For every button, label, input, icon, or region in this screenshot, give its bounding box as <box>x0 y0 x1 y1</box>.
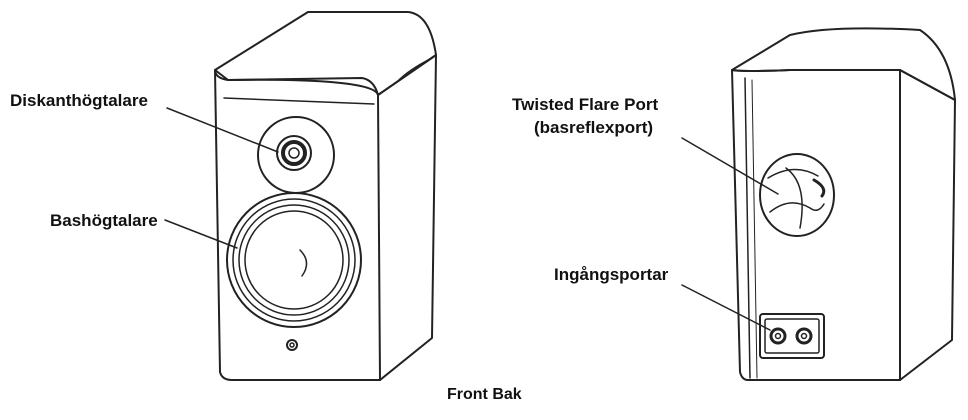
port-twist-curve-1 <box>767 168 819 179</box>
label-woofer: Bashögtalare <box>50 211 158 230</box>
tweeter-driver <box>257 116 335 194</box>
leader-line-tweeter <box>166 107 279 153</box>
terminal-post-left <box>769 327 787 345</box>
front-speaker-front-face <box>214 69 381 381</box>
twisted-flare-port <box>759 153 835 237</box>
woofer-dust-cap <box>299 249 308 277</box>
leader-line-woofer <box>164 219 238 249</box>
tweeter-dome <box>281 140 307 166</box>
back-speaker-side-face <box>899 69 956 381</box>
terminal-plate-inner <box>764 318 820 354</box>
back-speaker-top <box>731 27 956 101</box>
terminal-plate-outer <box>759 313 825 359</box>
leader-lines <box>164 107 779 331</box>
port-opening <box>759 153 835 237</box>
terminal-post-left-center <box>774 332 782 340</box>
woofer-frame <box>226 192 362 328</box>
woofer-cone <box>244 210 344 310</box>
tweeter-center <box>288 147 300 159</box>
back-speaker-edge-left <box>744 77 751 379</box>
port-twist-curve-2 <box>769 202 825 213</box>
label-inputs: Ingångsportar <box>554 265 669 284</box>
caption-front-back: Front Bak <box>447 386 522 403</box>
label-port-line2: (basreflexport) <box>534 118 654 137</box>
leader-line-port <box>681 137 779 195</box>
leader-line-inputs <box>681 284 771 331</box>
front-speaker-side-curve <box>396 57 433 83</box>
label-tweeter: Diskanthögtalare <box>10 91 148 110</box>
front-speaker-top <box>214 11 437 96</box>
tweeter-surround <box>276 135 312 171</box>
terminal-post-right-center <box>800 332 808 340</box>
port-twist-curve-3 <box>785 167 803 229</box>
front-logo <box>286 339 298 351</box>
back-speaker-edge-inner <box>751 79 758 379</box>
input-terminal-plate <box>759 313 825 359</box>
front-speaker-top-edge <box>223 97 375 105</box>
front-speaker-side-face <box>377 54 437 381</box>
label-port-line1: Twisted Flare Port <box>512 95 659 114</box>
woofer-surround-inner <box>238 204 350 316</box>
terminal-post-right <box>795 327 813 345</box>
tweeter-faceplate <box>257 116 335 194</box>
back-speaker <box>731 27 956 381</box>
woofer-driver <box>226 192 362 328</box>
port-twist-curve-4 <box>812 178 826 198</box>
back-speaker-rear-face <box>731 69 901 381</box>
woofer-surround-outer <box>232 198 356 322</box>
front-speaker <box>214 11 437 381</box>
